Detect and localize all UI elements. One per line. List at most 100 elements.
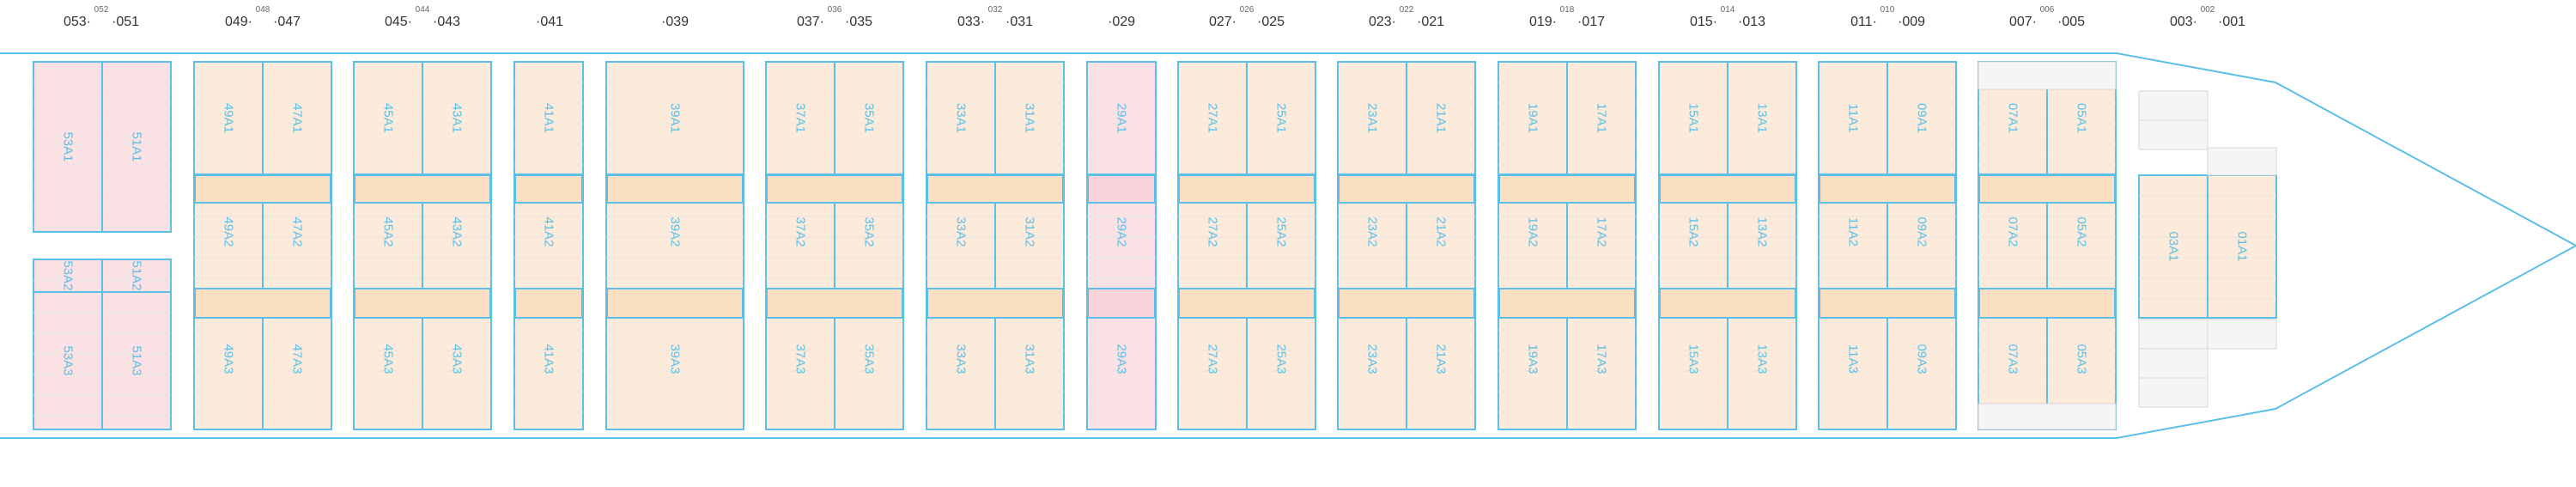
container-slot-label: 41A3 <box>542 344 556 374</box>
container-slot-label: 37A2 <box>793 216 808 247</box>
bay-block-19a1-17a1[interactable]: 19A1 17A1 <box>1498 61 1637 175</box>
bay-block-29a1[interactable]: 29A1 <box>1086 61 1157 175</box>
container-slot-label: 43A1 <box>450 103 465 133</box>
bay-block-33a1-31a1[interactable]: 33A1 31A1 <box>926 61 1065 175</box>
tier-separator-band <box>927 174 1064 204</box>
bay-number-header[interactable]: 053·052·051 <box>64 5 139 29</box>
bay-number-left: 023· <box>1369 15 1396 29</box>
container-slot-label: 23A2 <box>1365 216 1380 247</box>
container-slot-label: 45A3 <box>381 344 396 374</box>
container-slot-label: 05A1 <box>2075 103 2089 133</box>
bay-number-header[interactable]: 037·036·035 <box>797 5 872 29</box>
tier-separator-band <box>354 174 491 204</box>
tier-separator-band <box>1087 174 1156 204</box>
bay-number-header[interactable]: ·029 <box>1108 15 1135 29</box>
container-slot-label: 47A2 <box>290 216 305 247</box>
bay-number-right: ·025 <box>1257 15 1285 29</box>
container-slot-label: 33A2 <box>954 216 969 247</box>
bay-number-mid: 032 <box>988 5 1003 15</box>
empty-slot <box>2138 348 2208 379</box>
container-slot-label: 11A2 <box>1846 217 1861 247</box>
container-slot-label: 51A2 <box>130 260 144 290</box>
container-slot-label: 39A2 <box>668 216 683 247</box>
bay-number-header[interactable]: 003·002·001 <box>2170 5 2245 29</box>
bay-number-header[interactable]: 033·032·031 <box>957 5 1033 29</box>
container-slot-label: 15A1 <box>1686 103 1701 133</box>
container-slot-label: 27A1 <box>1206 103 1220 133</box>
empty-slot <box>2207 147 2277 176</box>
bay-number-header[interactable]: 007·006·005 <box>2009 5 2085 29</box>
container-slot-label: 07A3 <box>2006 344 2020 374</box>
bay-number-mid: 006 <box>2040 5 2055 15</box>
tier-separator-band <box>194 174 331 204</box>
bay-number-right: ·047 <box>273 15 301 29</box>
tier-separator-band <box>514 174 583 204</box>
bay-number-header[interactable]: 027·026·025 <box>1209 5 1285 29</box>
tier-separator-band <box>354 288 491 319</box>
container-slot-label: 19A1 <box>1526 103 1540 133</box>
tier-separator-band <box>1819 288 1956 319</box>
bay-number-mid: 052 <box>94 5 109 15</box>
container-slot-label: 37A3 <box>793 344 808 374</box>
bay-block-39a1[interactable]: 39A1 <box>605 61 744 175</box>
container-slot-label: 31A1 <box>1023 103 1037 133</box>
bay-number-header[interactable]: 015·014·013 <box>1690 5 1765 29</box>
bay-number-mid: 044 <box>416 5 430 15</box>
container-slot-label: 45A1 <box>381 103 396 133</box>
tier-separator-band <box>766 174 903 204</box>
container-slot-label: 49A2 <box>222 216 236 247</box>
container-slot-label: 25A2 <box>1274 216 1289 247</box>
tier-separator-band <box>1178 288 1315 319</box>
tier-separator-band <box>1978 288 2116 319</box>
tier-separator-band <box>1659 174 1796 204</box>
tier-separator-band <box>1178 174 1315 204</box>
bay-block-45a1-43a1[interactable]: 45A1 43A1 <box>353 61 492 175</box>
bay-number-header[interactable]: ·041 <box>536 15 563 29</box>
bay-number-header[interactable]: 045·044·043 <box>385 5 460 29</box>
bay-number-right: ·041 <box>536 15 563 29</box>
bay-number-header[interactable]: 023·022·021 <box>1369 5 1444 29</box>
bay-block-11a1-09a1[interactable]: 11A1 09A1 <box>1818 61 1957 175</box>
container-slot-label: 09A3 <box>1915 344 1929 374</box>
bay-block-27a1-25a1[interactable]: 27A1 25A1 <box>1177 61 1316 175</box>
bay-number-left: 015· <box>1690 15 1717 29</box>
bay-number-right: ·043 <box>433 15 460 29</box>
container-slot-label: 11A1 <box>1846 104 1861 133</box>
empty-slot <box>2138 90 2208 121</box>
tier-separator-band <box>514 288 583 319</box>
container-slot-label: 03A1 <box>2166 231 2181 261</box>
bay-block-fill <box>1086 61 1157 175</box>
container-slot-label: 29A2 <box>1115 216 1129 247</box>
container-slot-label: 17A2 <box>1595 216 1609 247</box>
empty-slot <box>2138 119 2208 150</box>
bay-block-41a1[interactable]: 41A1 <box>513 61 584 175</box>
container-slot-label: 25A1 <box>1274 103 1289 133</box>
empty-slot <box>1978 61 2117 90</box>
bay-number-header[interactable]: 011·010·009 <box>1850 5 1925 29</box>
empty-slot <box>1978 403 2117 430</box>
bay-number-mid: 002 <box>2201 5 2215 15</box>
container-slot-label: 33A1 <box>954 103 969 133</box>
container-slot-label: 41A2 <box>542 216 556 247</box>
container-slot-label: 13A2 <box>1755 216 1770 247</box>
bay-number-header[interactable]: 019·018·017 <box>1529 5 1605 29</box>
bay-number-header[interactable]: ·039 <box>661 15 689 29</box>
container-slot-label: 09A1 <box>1915 103 1929 133</box>
bay-block-37a1-35a1[interactable]: 37A1 35A1 <box>765 61 904 175</box>
tier-separator-band <box>766 288 903 319</box>
container-slot-label: 17A1 <box>1595 103 1609 133</box>
bay-number-header[interactable]: 049·048·047 <box>225 5 301 29</box>
container-slot-label: 09A2 <box>1915 216 1929 247</box>
empty-slot <box>2207 319 2277 350</box>
container-slot-label: 05A2 <box>2075 216 2089 247</box>
bay-number-left: 037· <box>797 15 824 29</box>
container-slot-label: 35A1 <box>862 103 877 133</box>
container-slot-label: 37A1 <box>793 103 808 133</box>
